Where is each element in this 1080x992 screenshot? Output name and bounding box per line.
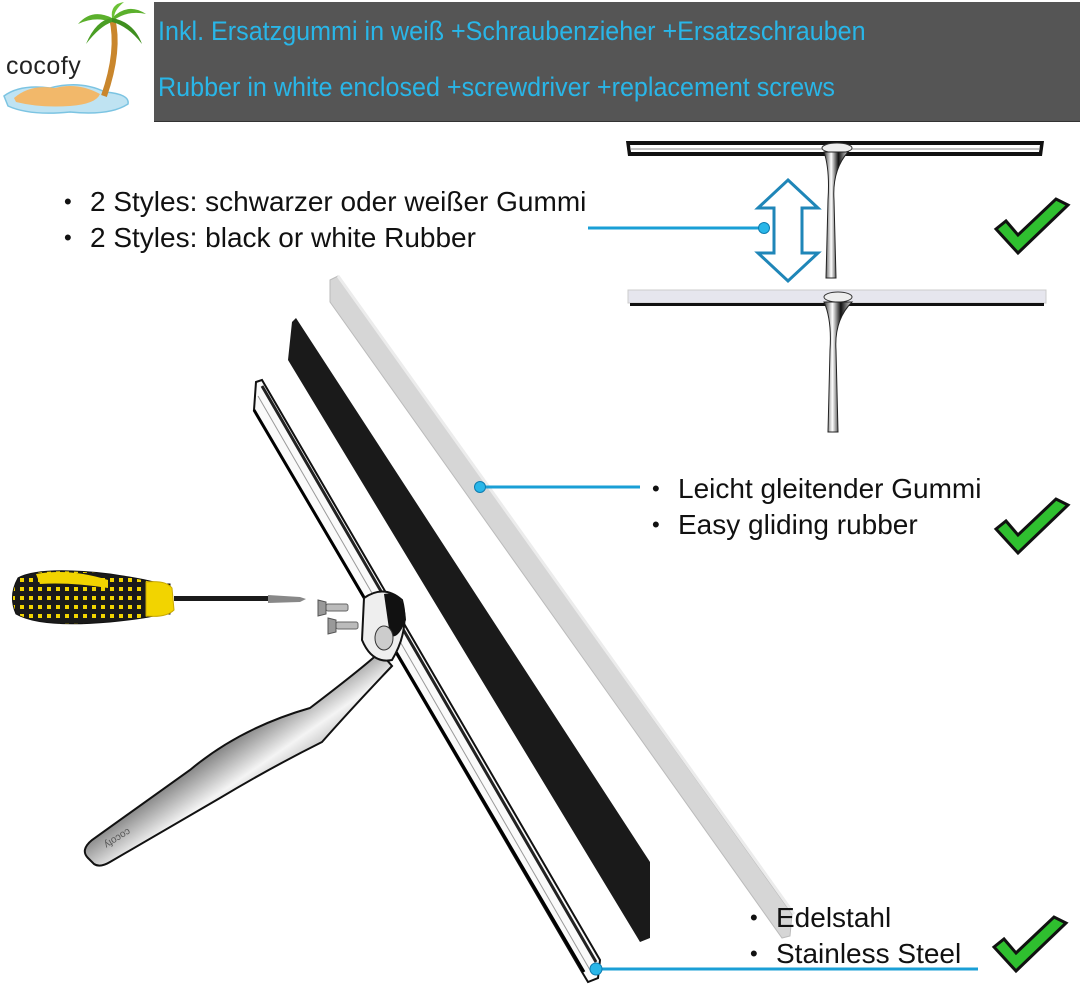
swap-arrow-icon <box>754 177 822 284</box>
screwdriver-icon <box>12 570 306 625</box>
checkmark-icon <box>993 497 1071 556</box>
checkmark-icon <box>991 915 1069 974</box>
island-palm-icon <box>3 2 146 114</box>
feature-rubber-en: Easy gliding rubber <box>652 507 981 543</box>
feature-rubber: Leicht gleitender Gummi Easy gliding rub… <box>652 471 981 543</box>
feature-rubber-de: Leicht gleitender Gummi <box>652 471 981 507</box>
blade-mount-clamp <box>360 590 406 662</box>
brand-logo: cocofy <box>0 0 152 122</box>
checkmark-icon <box>993 197 1071 256</box>
replacement-screws <box>317 599 359 635</box>
feature-material-en: Stainless Steel <box>750 936 961 972</box>
product-illustration: cocofy <box>12 141 1047 984</box>
squeegee-handle: cocofy <box>83 650 394 867</box>
squeegee-black-rubber <box>626 141 1044 279</box>
feature-material: Edelstahl Stainless Steel <box>750 900 961 972</box>
black-rubber-blade <box>288 318 650 942</box>
callout-dot-rubber <box>474 481 486 493</box>
feature-styles-de: 2 Styles: schwarzer oder weißer Gummi <box>64 184 586 220</box>
banner-line-de: Inkl. Ersatzgummi in weiß +Schraubenzieh… <box>158 16 866 46</box>
callout-dot-styles <box>758 222 770 234</box>
stainless-blade-holder <box>252 378 602 984</box>
feature-styles-en: 2 Styles: black or white Rubber <box>64 220 586 256</box>
feature-styles: 2 Styles: schwarzer oder weißer Gummi 2 … <box>64 184 586 256</box>
squeegee-white-rubber <box>627 289 1047 433</box>
header-banner: Inkl. Ersatzgummi in weiß +Schraubenzieh… <box>154 2 1080 122</box>
feature-material-de: Edelstahl <box>750 900 961 936</box>
callout-dot-material <box>589 962 603 976</box>
banner-line-en: Rubber in white enclosed +screwdriver +r… <box>158 72 835 102</box>
brand-name: cocofy <box>6 52 82 80</box>
